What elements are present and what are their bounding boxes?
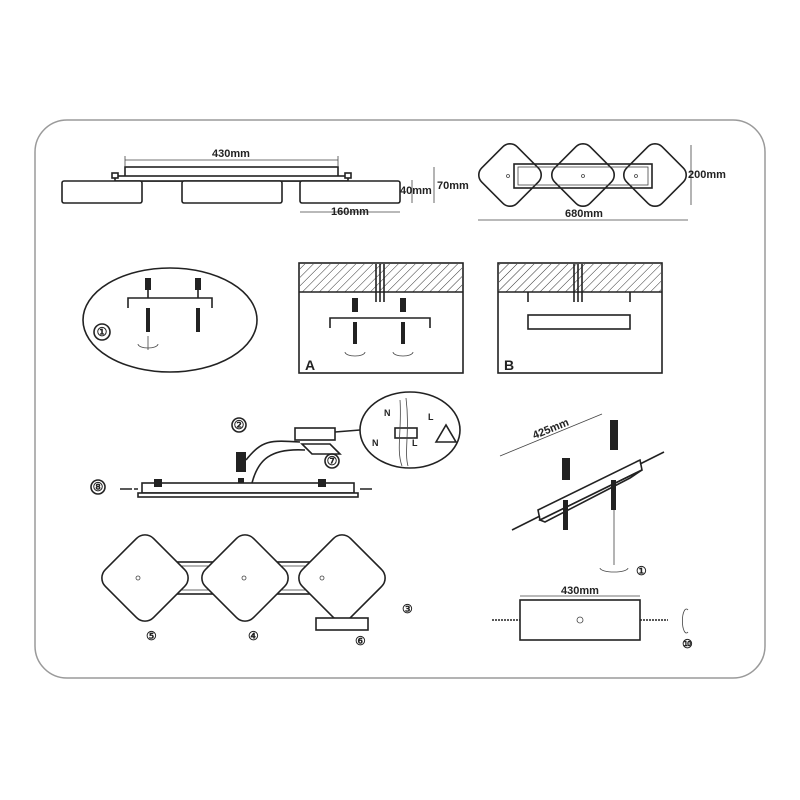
warning-icon	[434, 423, 458, 443]
panel-b-label: B	[504, 357, 514, 373]
anchor-icon	[195, 278, 201, 298]
terminal-l-label: L	[412, 438, 418, 448]
lamp-bottom-view: ⑤ ④ ③ ⑥	[101, 534, 413, 648]
wire-n-label: N	[384, 408, 391, 418]
step-5-label: ⑤	[146, 629, 157, 643]
step-3-label: ③	[402, 602, 413, 616]
screw-icon	[196, 308, 200, 332]
lamp-left	[61, 180, 143, 204]
lamp-right	[299, 180, 401, 204]
step-6-label: ⑥	[355, 634, 366, 648]
panel-a: A	[298, 262, 464, 374]
panel-a-label: A	[305, 357, 315, 373]
step-4-label: ④	[248, 629, 259, 643]
step-10-label: ⑩	[682, 637, 693, 651]
step-2-label: ②	[234, 418, 245, 432]
step-7-label: ⑦	[327, 454, 338, 468]
diagram-frame	[34, 119, 766, 679]
anchor-icon	[145, 278, 151, 298]
panel-b: B	[497, 262, 663, 374]
wiring-detail: ⑧ ② ⑦ N L N L	[90, 391, 461, 498]
bracket-430-label: 430mm	[561, 585, 599, 597]
lamp-width-160-label: 160mm	[331, 206, 369, 218]
side-view: 430mm 160mm 40mm 70mm	[61, 148, 469, 218]
screw-icon	[146, 308, 150, 332]
terminal-n-label: N	[372, 438, 379, 448]
wire-l-label: L	[428, 412, 434, 422]
step-1-label: ①	[97, 325, 108, 339]
bracket-front: 430mm ⑩	[492, 585, 693, 651]
step-1-detail: ①	[82, 267, 258, 373]
lamp-middle	[181, 180, 283, 204]
front-view: 680mm 200mm	[477, 142, 726, 221]
step-8-label: ⑧	[93, 480, 104, 494]
height-70-label: 70mm	[437, 180, 469, 192]
width-680-label: 680mm	[565, 208, 603, 220]
height-200-label: 200mm	[688, 169, 726, 181]
step-1-bracket-label: ①	[636, 564, 647, 578]
height-40-label: 40mm	[400, 185, 432, 197]
width-430-label: 430mm	[212, 148, 250, 160]
